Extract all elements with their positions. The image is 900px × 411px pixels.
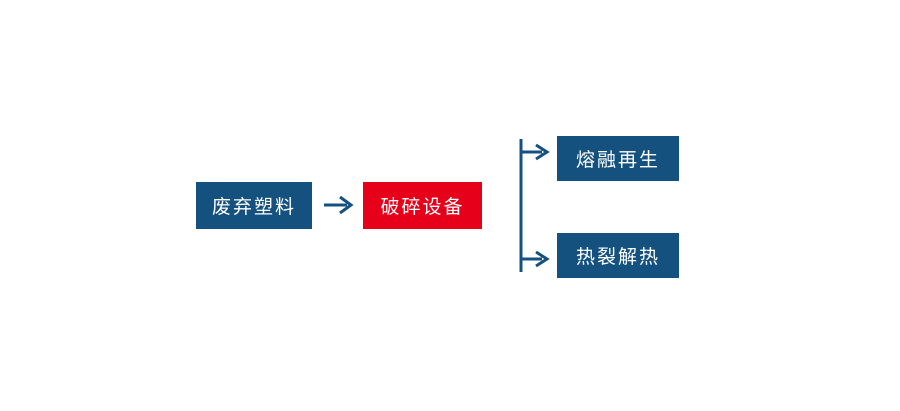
node-melt-regeneration: 熔融再生 (557, 136, 679, 181)
node-crushing-equipment: 破碎设备 (363, 182, 482, 229)
node-thermal-pyrolysis: 热裂解热 (557, 233, 679, 278)
node-waste-plastic: 废弃塑料 (196, 182, 312, 229)
arrow-source-to-process (324, 195, 354, 215)
arrow-branch-bottom (521, 250, 550, 268)
arrow-branch-top (521, 143, 550, 161)
